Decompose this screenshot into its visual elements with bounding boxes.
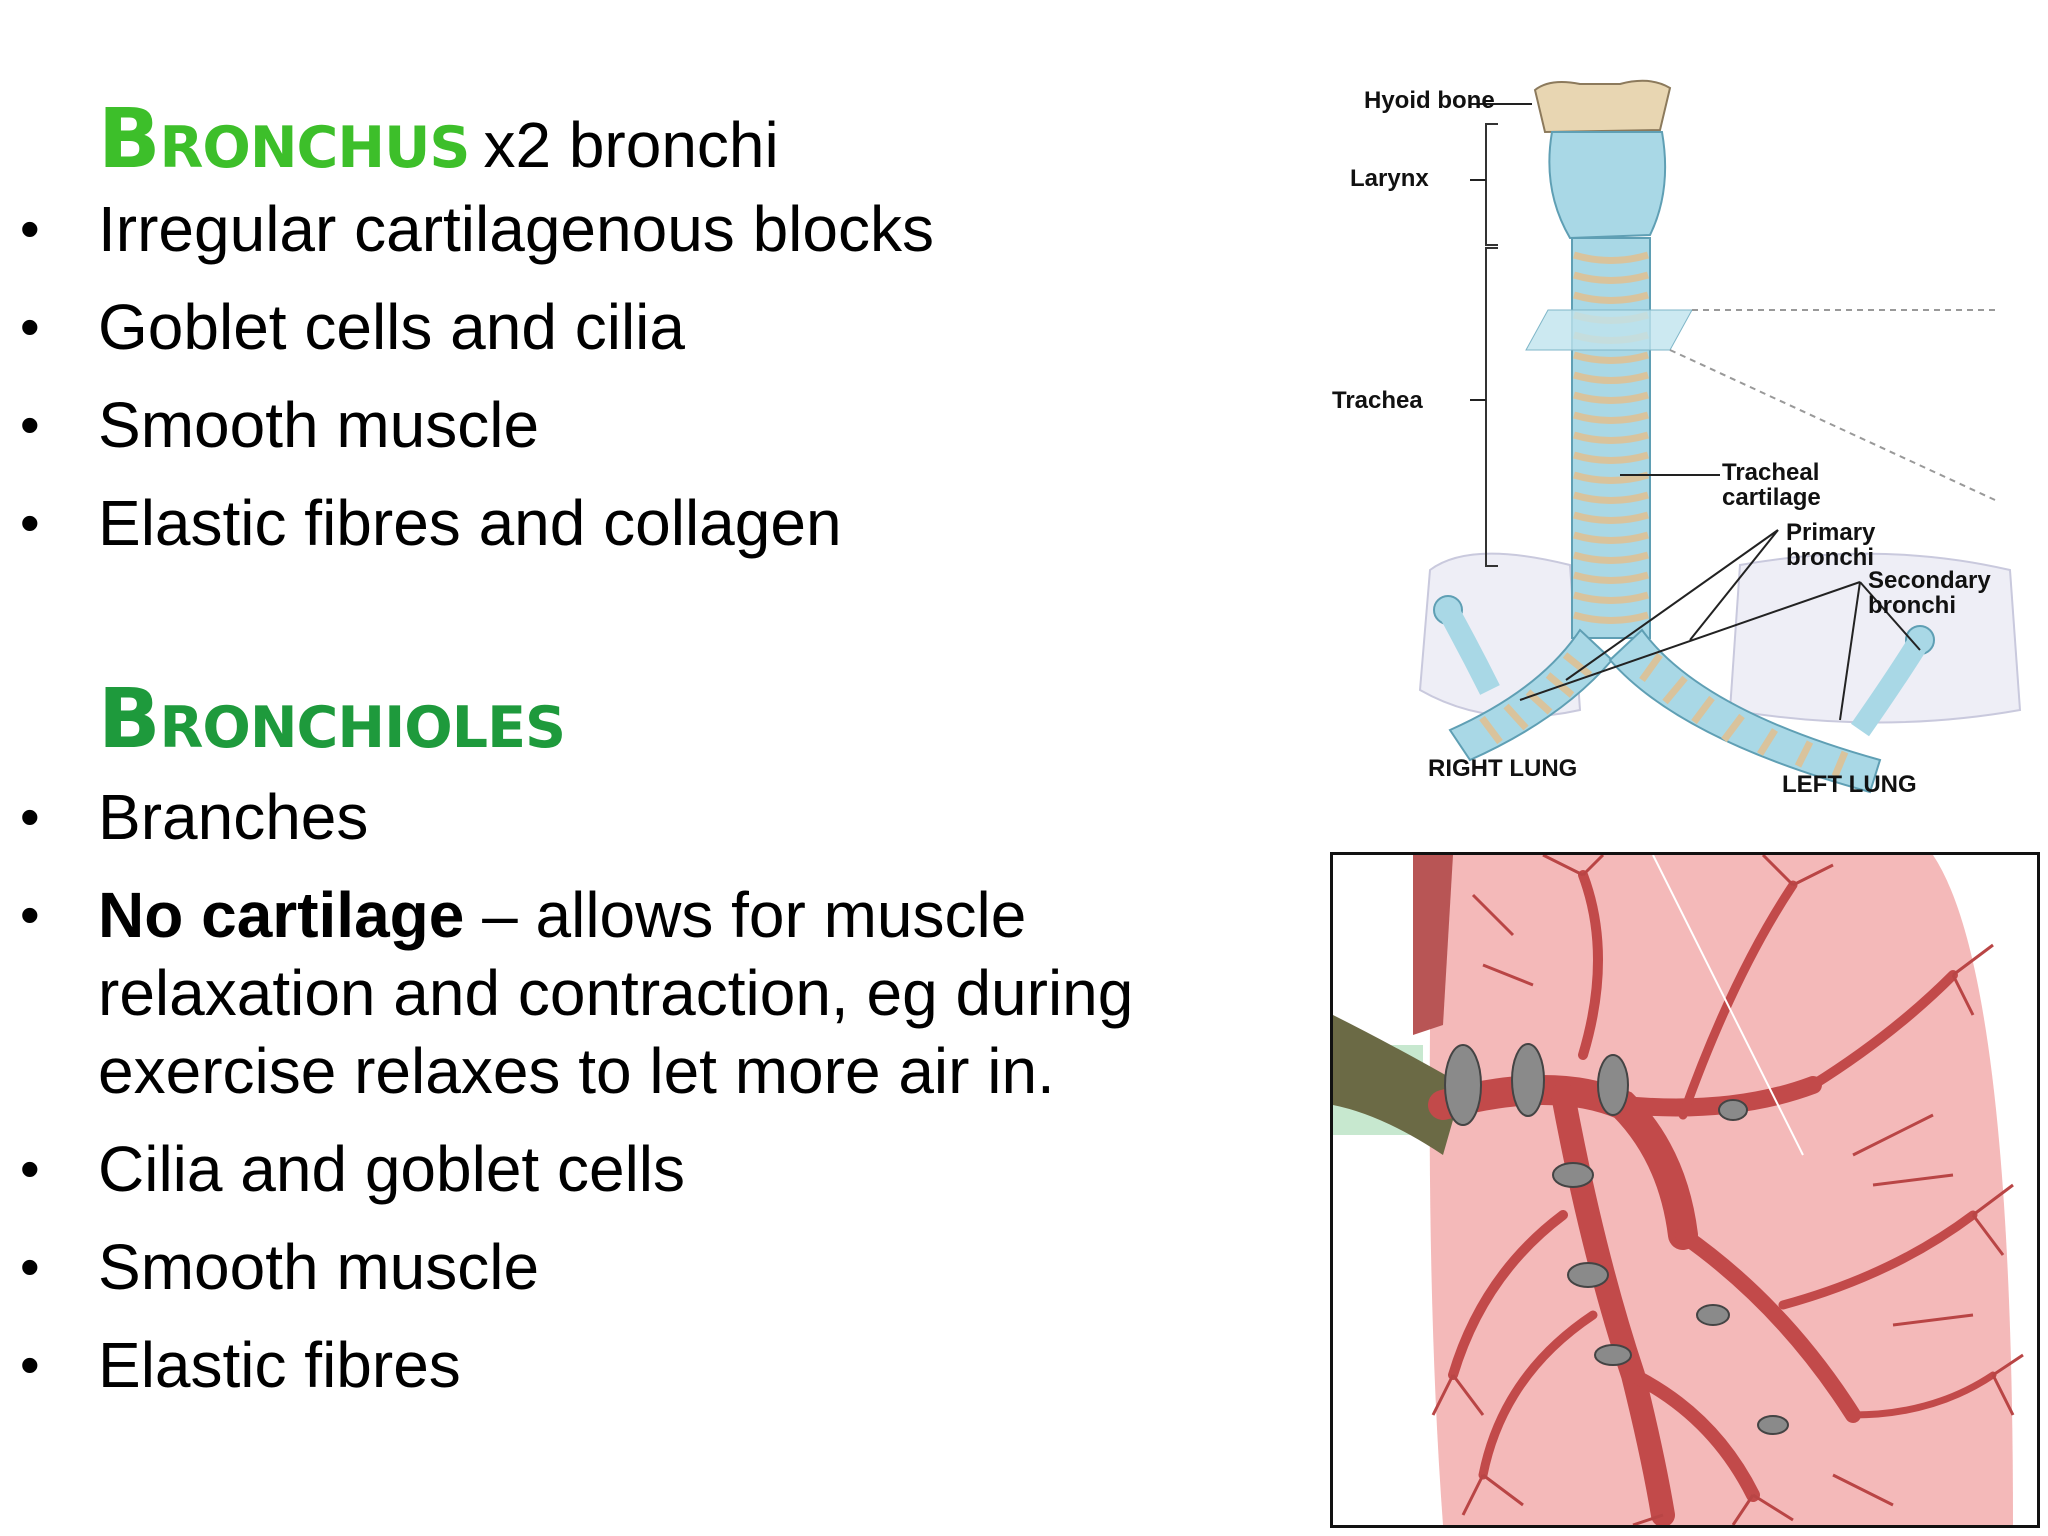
label-larynx: Larynx [1350,165,1429,192]
bronchioles-title: Bronchioles [98,672,566,767]
bullet-icon: • [20,1137,40,1200]
bullet-icon: • [20,1235,40,1298]
bullet-icon: • [20,393,40,456]
label-secondary-bronchi: Secondary bronchi [1868,567,1991,619]
list-item: •Smooth muscle [0,386,1240,464]
label-left-lung: LEFT LUNG [1782,771,1917,798]
bronchioles-heading: Bronchioles [98,672,566,767]
bold-text: No cartilage [98,879,465,951]
label-trachea: Trachea [1332,387,1423,414]
list-item: •Smooth muscle [0,1228,1240,1306]
bronchiole-illustration [1333,855,2037,1525]
list-item: •Branches [0,778,1240,856]
list-item: •Elastic fibres and collagen [0,484,1240,562]
trachea-illustration [1418,79,2022,794]
list-item: •Elastic fibres [0,1326,1240,1404]
bullet-icon: • [20,491,40,554]
label-tracheal-cartilage: Tracheal cartilage [1722,459,1821,511]
list-item: •Goblet cells and cilia [0,288,1240,366]
bullet-icon: • [20,295,40,358]
bullet-icon: • [20,197,40,260]
label-primary-bronchi: Primary bronchi [1786,519,1876,571]
bronchiole-tree-image [1330,852,2040,1528]
label-hyoid-bone: Hyoid bone [1364,87,1495,114]
trachea-diagram: Hyoid bone Larynx Trachea Tracheal carti… [1320,70,2048,810]
bullet-icon: • [20,883,40,946]
bronchus-bullet-list: •Irregular cartilagenous blocks •Goblet … [0,190,1240,582]
bronchus-subtitle: x2 bronchi [483,109,779,181]
bronchus-title: Bronchus [98,92,470,187]
label-right-lung: RIGHT LUNG [1428,755,1578,782]
list-item: •Irregular cartilagenous blocks [0,190,1240,268]
list-item: •Cilia and goblet cells [0,1130,1240,1208]
bullet-icon: • [20,1333,40,1396]
bullet-icon: • [20,785,40,848]
list-item: •No cartilage – allows for muscle relaxa… [0,876,1240,1110]
bronchioles-bullet-list: •Branches •No cartilage – allows for mus… [0,778,1240,1424]
